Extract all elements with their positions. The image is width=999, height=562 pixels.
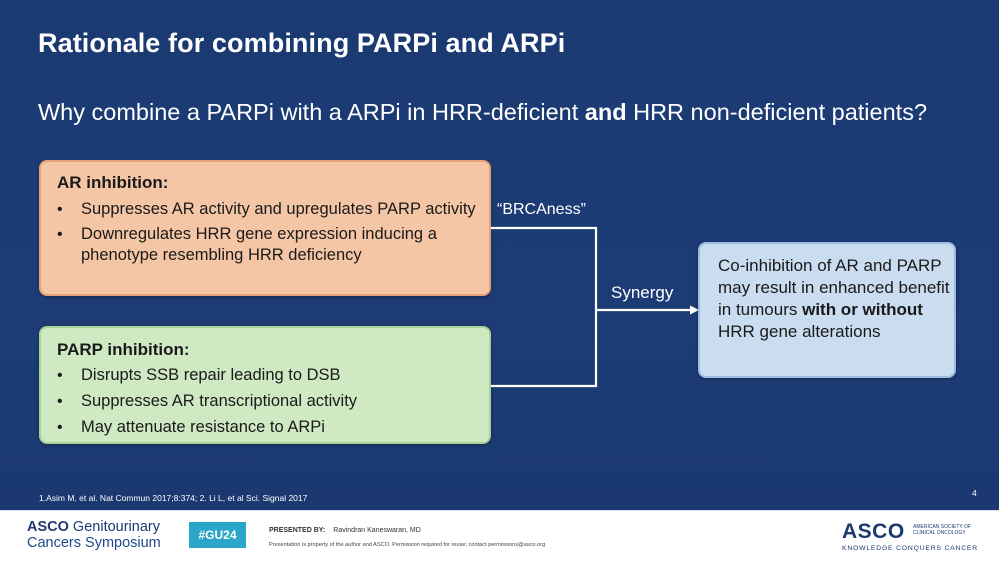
slide-title: Rationale for combining PARPi and ARPi: [38, 28, 566, 58]
question-part1: Why combine a PARPi with a ARPi in HRR-d…: [38, 99, 585, 125]
brcaness-label: “BRCAness”: [497, 201, 586, 218]
ar-bullet-text: Downregulates HRR gene expression induci…: [81, 225, 437, 264]
meeting-logo-asco: ASCO: [27, 519, 69, 535]
ar-bullet: • Suppresses AR activity and upregulates …: [57, 199, 477, 220]
presented-by-label: PRESENTED BY:: [269, 527, 326, 534]
ar-bullet-list: • Suppresses AR activity and upregulates …: [57, 199, 477, 270]
asco-tagline: KNOWLEDGE CONQUERS CANCER: [842, 545, 978, 552]
page-number: 4: [972, 488, 977, 498]
ar-connector-line: [491, 226, 598, 388]
bullet-dot-icon: •: [57, 226, 63, 243]
parp-bullet: • Suppresses AR transcriptional activity: [57, 391, 477, 412]
ar-bullet: • Downregulates HRR gene expression induc…: [57, 224, 477, 266]
parp-bullet-text: Suppresses AR transcriptional activity: [81, 392, 358, 410]
result-text-part2: HRR gene alterations: [718, 322, 881, 341]
meeting-logo: ASCO Genitourinary Cancers Symposium: [27, 519, 161, 551]
parp-bullet-list: • Disrupts SSB repair leading to DSB • Sup…: [57, 365, 477, 443]
synergy-label: Synergy: [611, 283, 674, 302]
parp-bullet: • May attenuate resistance to ARPi: [57, 417, 477, 438]
parp-inhibition-box: PARP inhibition: • Disrupts SSB repair le…: [39, 326, 491, 444]
parp-box-heading: PARP inhibition:: [57, 340, 190, 359]
footer-bar: ASCO Genitourinary Cancers Symposium #GU…: [0, 510, 999, 562]
arrowhead-icon: [690, 305, 699, 315]
parp-bullet-text: Disrupts SSB repair leading to DSB: [81, 366, 341, 384]
bullet-dot-icon: •: [57, 393, 63, 410]
permission-note: Presentation is property of the author a…: [269, 542, 546, 548]
meeting-logo-line1: ASCO Genitourinary: [27, 519, 161, 535]
ar-box-heading: AR inhibition:: [57, 173, 169, 192]
presenter-line: PRESENTED BY: Ravindran Kaneswaran, MD: [269, 527, 421, 534]
co-inhibition-result-box: Co-inhibition of AR and PARP may result …: [698, 242, 956, 378]
question-part2: HRR non-deficient patients?: [626, 99, 928, 125]
asco-logo: ASCO AMERICAN SOCIETY OF CLINICAL ONCOLO…: [842, 520, 982, 552]
asco-logo-text: ASCO: [842, 520, 905, 543]
presenter-name: Ravindran Kaneswaran, MD: [333, 527, 421, 534]
question-bold: and: [584, 99, 627, 125]
result-text-bold: with or without: [802, 300, 923, 319]
bullet-dot-icon: •: [57, 367, 63, 384]
bullet-dot-icon: •: [57, 419, 63, 436]
ar-inhibition-box: AR inhibition: • Suppresses AR activity a…: [39, 160, 491, 296]
parp-bullet-text: May attenuate resistance to ARPi: [81, 418, 325, 436]
parp-bullet: • Disrupts SSB repair leading to DSB: [57, 365, 477, 386]
hashtag-badge: #GU24: [189, 522, 246, 548]
bullet-dot-icon: •: [57, 201, 63, 218]
result-text-part1: Co-inhibition of AR and PARP may result …: [718, 256, 950, 319]
meeting-logo-rest: Genitourinary: [68, 519, 160, 535]
asco-society-text: AMERICAN SOCIETY OF CLINICAL ONCOLOGY: [913, 524, 971, 536]
reference-citation: 1.Asim M. et al. Nat Commun 2017;8:374; …: [39, 493, 308, 503]
meeting-logo-line2: Cancers Symposium: [27, 535, 161, 551]
ar-bullet-text: Suppresses AR activity and upregulates P…: [81, 200, 476, 218]
slide-question: Why combine a PARPi with a ARPi in HRR-d…: [38, 98, 938, 127]
